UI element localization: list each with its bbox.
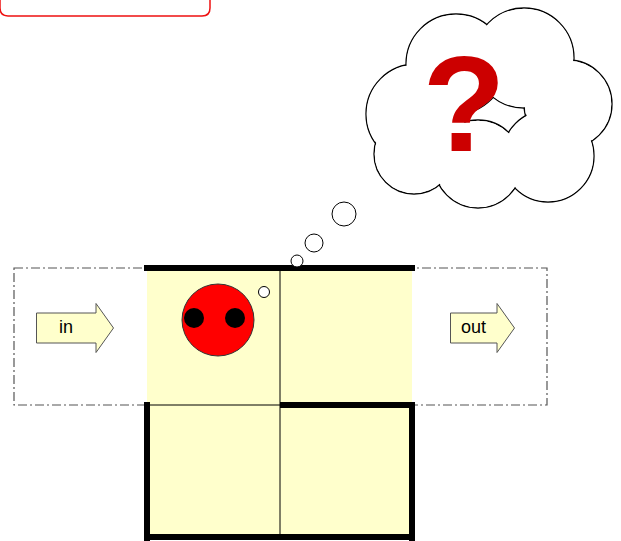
thought-dot	[291, 255, 303, 267]
thought-cloud: ?	[354, 2, 616, 210]
block-arrow: in	[36, 303, 114, 353]
robot-eye	[184, 308, 204, 328]
block-arrow: out	[450, 303, 515, 353]
wall	[144, 265, 415, 271]
robot-eye	[225, 308, 245, 328]
arrow-label: out	[450, 317, 497, 339]
thought-dot	[259, 287, 270, 298]
arrow-shape	[36, 303, 114, 353]
wall	[280, 402, 415, 408]
thought-dot	[332, 202, 356, 226]
cropped-callout	[0, 0, 210, 16]
wall	[144, 402, 150, 541]
robot-body	[182, 284, 254, 356]
wall	[409, 402, 415, 541]
arrow-label: in	[36, 317, 96, 339]
question-mark: ?	[404, 36, 524, 172]
wall	[144, 534, 415, 540]
grid-line	[147, 405, 280, 406]
thought-dot	[305, 234, 323, 252]
